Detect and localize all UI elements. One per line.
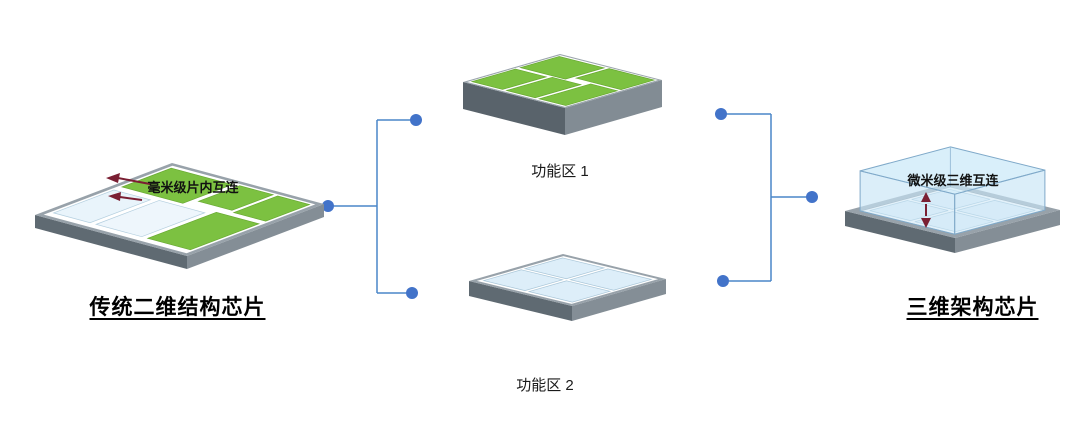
- functional-area-2-caption: 功能区 2: [516, 377, 574, 394]
- glass-3d-stack: [859, 146, 1046, 235]
- chip-tiles: [467, 55, 658, 107]
- connector-dot-icon: [715, 108, 727, 120]
- connector-dot-icon: [406, 287, 418, 299]
- connector-dot-icon: [717, 275, 729, 287]
- connector-lines: [334, 113, 806, 294]
- chip-tiles: [477, 256, 658, 304]
- right-chip-annotation: 微米级三维互连: [907, 173, 999, 188]
- functional-area-1-chip-illustration: [460, 50, 665, 135]
- connector-dot-icon: [410, 114, 422, 126]
- traditional-2d-chip-illustration: [22, 158, 332, 283]
- vertical-interconnect-arrow-icon: [921, 192, 931, 228]
- in-plane-interconnect-arrow-icon: [106, 173, 151, 201]
- left-chip-caption: 传统二维结构芯片: [89, 296, 266, 319]
- connector-dot-icon: [322, 200, 334, 212]
- right-chip-caption: 三维架构芯片: [906, 296, 1039, 319]
- chip-tiles: [862, 187, 1043, 233]
- connector-dots: [322, 108, 818, 299]
- functional-area-1-caption: 功能区 1: [531, 163, 589, 180]
- 3d-architecture-chip-illustration: [840, 146, 1065, 253]
- connector-dot-icon: [806, 191, 818, 203]
- chip-tiles: [44, 166, 316, 253]
- functional-area-2-chip-illustration: [466, 250, 671, 321]
- left-chip-annotation: 毫米级片内互连: [147, 180, 239, 195]
